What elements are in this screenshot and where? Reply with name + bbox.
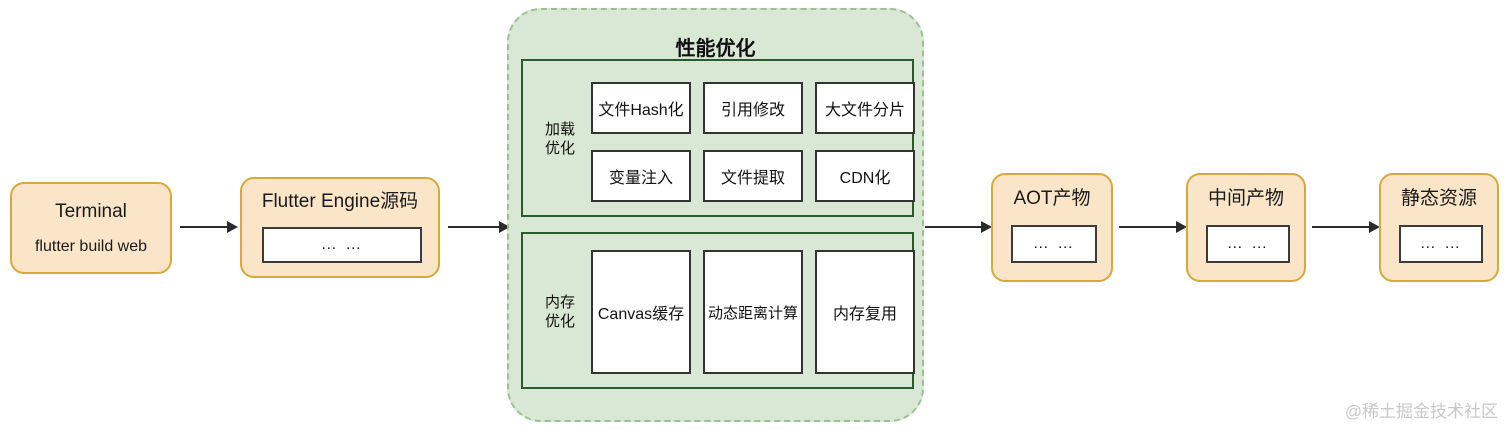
panel-title: 性能优化 (675, 38, 756, 60)
cell-memory-reuse[interactable]: 内存复用 (815, 250, 915, 374)
group-label-loading-line2: 优化 (544, 139, 575, 157)
stage-box-aot-artifact[interactable]: AOT产物 … … (991, 173, 1113, 282)
group-label-loading-line1: 加载 (544, 121, 575, 138)
cell-file-extraction[interactable]: 文件提取 (703, 150, 803, 202)
stage-box-intermediate-artifact[interactable]: 中间产物 … … (1186, 173, 1306, 282)
group-memory-optimization: 内存 优化 Canvas缓存 动态距离计算 内存复用 (521, 232, 915, 389)
cell-variable-injection[interactable]: 变量注入 (591, 150, 691, 202)
stage-title-intermediate-artifact: 中间产物 (1207, 188, 1284, 209)
performance-optimization-panel: 性能优化 加载 优化 文件Hash化 引用修改 大文件分片 变量注入 文件提取 … (507, 8, 924, 422)
arrow-engine-to-optimization (448, 221, 510, 233)
stage-box-flutter-engine-source[interactable]: Flutter Engine源码 … … (240, 177, 440, 278)
stage-inner-box-aot-artifact: … … (1011, 225, 1097, 263)
stage-box-static-resource[interactable]: 静态资源 … … (1379, 173, 1499, 282)
group-label-memory-line1: 内存 (544, 294, 575, 311)
cell-cdn[interactable]: CDN化 (815, 150, 915, 202)
cell-large-file-sharding[interactable]: 大文件分片 (815, 82, 915, 134)
stage-subtitle-terminal: flutter build web (34, 237, 148, 255)
stage-title-static-resource: 静态资源 (1400, 188, 1477, 209)
stage-title-aot-artifact: AOT产物 (1013, 188, 1091, 209)
stage-inner-box-static-resource: … … (1399, 225, 1483, 263)
stage-title-terminal: Terminal (55, 200, 127, 222)
arrow-terminal-to-engine (180, 221, 238, 233)
arrow-optimization-to-aot (925, 221, 992, 233)
arrow-intermediate-to-static (1312, 221, 1380, 233)
cell-reference-modification[interactable]: 引用修改 (703, 82, 803, 134)
cell-dynamic-distance-calculation[interactable]: 动态距离计算 (703, 250, 803, 374)
group-label-loading-optimization: 加载 优化 (533, 121, 587, 159)
group-label-memory-optimization: 内存 优化 (533, 294, 587, 332)
stage-inner-box-flutter-engine-source: … … (262, 227, 422, 263)
cell-file-hash[interactable]: 文件Hash化 (591, 82, 691, 134)
stage-title-flutter-engine-source: Flutter Engine源码 (261, 191, 419, 212)
cell-canvas-cache[interactable]: Canvas缓存 (591, 250, 691, 374)
arrow-aot-to-intermediate (1119, 221, 1187, 233)
group-loading-optimization: 加载 优化 文件Hash化 引用修改 大文件分片 变量注入 文件提取 CDN化 (521, 59, 915, 217)
stage-box-terminal[interactable]: Terminal flutter build web (10, 182, 172, 274)
group-label-memory-line2: 优化 (544, 312, 575, 330)
watermark: @稀土掘金技术社区 (1344, 402, 1498, 421)
stage-inner-box-intermediate-artifact: … … (1206, 225, 1290, 263)
